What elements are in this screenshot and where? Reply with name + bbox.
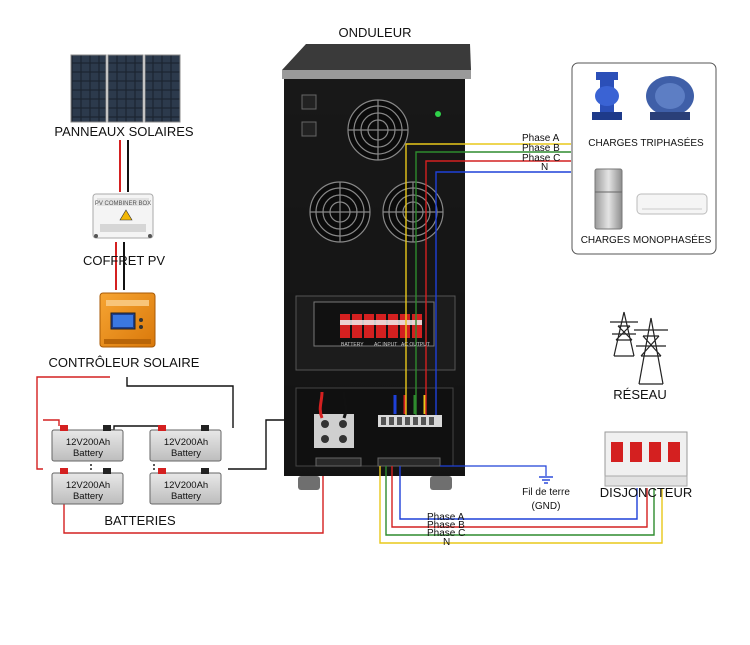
input-phase-c-label: Phase C xyxy=(427,528,466,539)
batteries-label: BATTERIES xyxy=(104,513,176,528)
panel-ac-output-label: AC OUTPUT xyxy=(401,342,430,348)
panel-battery-label: BATTERY xyxy=(341,342,364,348)
pv-box-plate-label: PV COMBINER BOX xyxy=(94,201,152,207)
battery-unit xyxy=(149,468,222,505)
pv-combiner-box-image xyxy=(92,193,154,239)
cooling-fan xyxy=(309,181,371,243)
breaker-label: DISJONCTEUR xyxy=(599,485,693,500)
inverter-cabinet-image xyxy=(282,44,471,490)
breaker-switches xyxy=(340,314,422,338)
input-phase-b-label: Phase B xyxy=(427,520,465,531)
pv-dc-wires xyxy=(115,140,129,290)
battery-label: 12V200Ah xyxy=(65,437,111,448)
input-wires xyxy=(379,466,663,544)
battery-label: Battery xyxy=(170,491,202,502)
panel-ac-input-label: AC INPUT xyxy=(374,342,398,348)
output-phase-b-label: Phase B xyxy=(522,143,560,154)
grid-towers-image xyxy=(610,311,668,385)
output-phase-a-label: Phase A xyxy=(522,133,560,144)
cooling-fan xyxy=(382,181,444,243)
battery-unit xyxy=(149,425,222,462)
battery-unit xyxy=(51,425,124,462)
internal-cables xyxy=(318,391,427,419)
three-phase-loads-label: CHARGES TRIPHASÉES xyxy=(588,138,704,149)
battery-label: Battery xyxy=(72,491,104,502)
diagram-title: ONDULEUR xyxy=(338,25,412,40)
battery-label: 12V200Ah xyxy=(163,480,209,491)
three-phase-motor-image xyxy=(592,72,694,120)
ground-label: Fil de terre xyxy=(522,487,570,498)
single-phase-appliances-image xyxy=(594,168,708,230)
output-phase-c-label: Phase C xyxy=(522,153,561,164)
output-neutral-label: N xyxy=(541,162,549,173)
battery-label: Battery xyxy=(170,448,202,459)
ground-abbr-label: (GND) xyxy=(531,501,561,512)
battery-label: 12V200Ah xyxy=(163,437,209,448)
grid-label: RÉSEAU xyxy=(613,387,667,402)
controller-label: CONTRÔLEUR SOLAIRE xyxy=(48,355,200,370)
cooling-fan xyxy=(347,99,409,161)
input-neutral-label: N xyxy=(443,537,451,548)
solar-panels-label: PANNEAUX SOLAIRES xyxy=(54,124,194,139)
single-phase-loads-label: CHARGES MONOPHASÉES xyxy=(580,235,712,246)
breaker-image xyxy=(604,431,688,487)
input-phase-a-label: Phase A xyxy=(427,512,465,523)
loads-box xyxy=(571,62,717,255)
solar-controller-image xyxy=(99,292,156,348)
battery-bank-image xyxy=(51,425,222,505)
solar-panels-image xyxy=(70,54,181,123)
battery-label: 12V200Ah xyxy=(65,480,111,491)
battery-label: Battery xyxy=(72,448,104,459)
battery-unit xyxy=(51,468,124,505)
ground-wire xyxy=(440,465,553,484)
pv-box-label: COFFRET PV xyxy=(82,253,166,268)
output-wires xyxy=(405,143,571,415)
